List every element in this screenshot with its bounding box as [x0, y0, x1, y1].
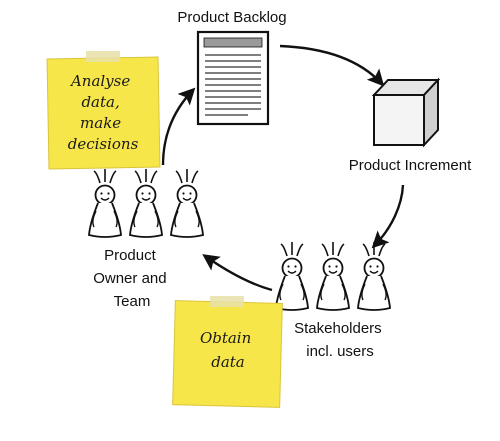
svg-text:Analyse data, make: Analyse data, make decisions [68, 72, 139, 153]
stick-figure-icon [88, 168, 122, 238]
stick-figure-icon [170, 168, 204, 238]
product-backlog-label: Product Backlog [177, 9, 286, 26]
stick-figure-icon [129, 168, 163, 238]
product-increment-label: Product Increment [349, 157, 472, 174]
product-owner-team-label: Product Owner and Team [93, 247, 171, 310]
stick-figure-icon [316, 241, 350, 311]
svg-text:Obtain data: Obtain data [200, 329, 256, 371]
stick-figure-icon [357, 241, 391, 311]
team-figures [88, 168, 204, 238]
document-icon [196, 30, 270, 126]
stakeholder-figures [275, 241, 391, 311]
cube-icon [371, 77, 441, 148]
arrow-increment-to-stakeholders [371, 184, 405, 249]
arrow-team-to-backlog [161, 87, 196, 166]
tape-icon [210, 296, 244, 307]
sticky-note-obtain: Obtain data [172, 296, 283, 408]
arrow-stakeholders-to-team [202, 254, 273, 292]
stakeholders-label: Stakeholders incl. users [294, 320, 386, 360]
stick-figure-icon [275, 241, 309, 311]
sticky-note-analyse: Analyse data, make decisions [46, 51, 161, 170]
arrow-backlog-to-increment [279, 44, 385, 87]
tape-icon [86, 51, 120, 62]
